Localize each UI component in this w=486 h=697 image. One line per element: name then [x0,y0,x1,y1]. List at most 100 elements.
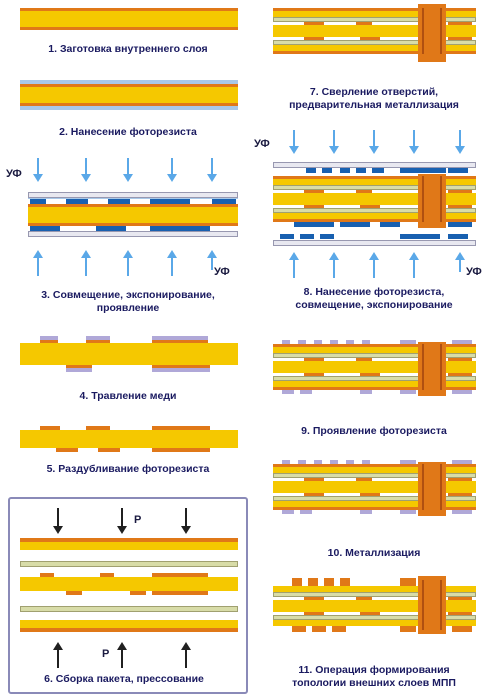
inner-trace [356,597,372,600]
core-dielectric [20,542,238,550]
inner-trace [304,358,324,361]
inner-trace [304,478,324,481]
inner-trace [360,37,380,40]
resist-pattern [300,390,312,394]
step-5-caption: 5. Раздубливание фоторезиста [46,463,210,475]
copper-foil-top [20,84,238,87]
core-dielectric [28,207,238,223]
hole-wall [440,344,442,390]
resist-pattern [452,510,472,514]
inner-trace [448,612,472,615]
step-4-caption: 4. Травление меди [79,390,177,402]
copper-foil-top [28,204,238,207]
exposed-resist [150,226,210,231]
inner-trace [304,37,324,40]
step-6-caption: 6. Сборка пакета, прессование [44,673,204,685]
core-dielectric [273,11,476,17]
resist-pattern [360,390,372,394]
copper-trace [56,448,78,452]
uv-label: УФ [254,138,270,150]
hole-wall [440,8,442,54]
resist-pattern [400,510,416,514]
outer-pad [292,578,302,586]
uv-label: УФ [6,168,22,180]
uv-arrow-icon [207,158,217,182]
copper-trace [86,426,110,430]
inner-trace [304,205,324,208]
hole-wall [422,344,424,390]
exposed-resist [320,234,334,239]
core-dielectric [20,577,238,591]
prepreg-layer [273,473,476,478]
copper-foil-bottom [28,223,238,226]
outer-pad [452,626,472,632]
inner-trace [304,612,324,615]
photoresist-bottom [20,106,238,110]
resist-pattern [360,510,372,514]
copper-foil-bottom [20,27,238,30]
uv-arrow-icon [207,250,217,270]
hole-wall [440,176,442,222]
copper-foil-bottom [273,51,476,54]
resist-pattern [362,460,370,464]
exposed-resist [294,222,334,227]
step-8-caption: 8. Нанесение фоторезиста, [303,286,445,298]
photoresist-top [20,80,238,84]
uv-arrow-icon [167,250,177,276]
step-3-caption: проявление [96,302,160,314]
copper-trace [40,340,58,343]
inner-trace [360,205,380,208]
resist-pattern [400,390,416,394]
uv-arrow-icon [123,250,133,276]
outer-pad [324,578,334,586]
exposed-resist [448,168,468,173]
uv-label: УФ [214,266,230,278]
outer-pad [400,626,416,632]
core-dielectric [273,179,476,185]
uv-arrow-icon [81,158,91,182]
copper-trace [100,573,114,577]
step-1-caption: 1. Заготовка внутреннего слоя [48,43,208,55]
hole-wall [422,176,424,222]
etch-resist [66,368,92,372]
inner-trace [356,190,372,193]
copper-foil-top [273,344,476,347]
resist-pattern [282,510,294,514]
uv-arrow-icon [81,250,91,276]
copper-trace [152,365,210,368]
step-8-caption: совмещение, экспонирование [295,299,453,311]
exposed-resist [380,222,400,227]
uv-arrow-icon [289,252,299,278]
step-11-caption: топологии внешних слоев МПП [292,677,456,689]
core-dielectric [273,586,476,592]
inner-trace [304,597,324,600]
phototool-bottom [28,231,238,237]
core-dielectric [20,343,238,365]
outer-pad [312,626,326,632]
etch-resist [40,336,58,340]
uv-arrow-icon [409,252,419,278]
pressure-label: Р [134,514,142,526]
hole-wall [422,464,424,510]
inner-trace [448,205,472,208]
core-dielectric [273,347,476,353]
resist-pattern [400,340,416,344]
inner-trace [360,373,380,376]
exposed-resist [96,226,126,231]
step-9-caption: 9. Проявление фоторезиста [301,425,447,437]
exposed-resist [108,199,130,204]
outer-pad [332,626,346,632]
copper-trace [98,448,120,452]
inner-trace [304,190,324,193]
inner-trace [448,493,472,496]
exposed-resist [212,199,236,204]
copper-trace [152,426,210,430]
inner-trace [360,612,380,615]
step-7-caption: 7. Сверление отверстий, [309,86,439,98]
copper-foil-top [20,8,238,11]
resist-pattern [452,460,472,464]
prepreg-layer [273,17,476,22]
prepreg-layer [273,615,476,620]
pressure-arrow-icon [117,642,127,668]
copper-foil-top [273,464,476,467]
